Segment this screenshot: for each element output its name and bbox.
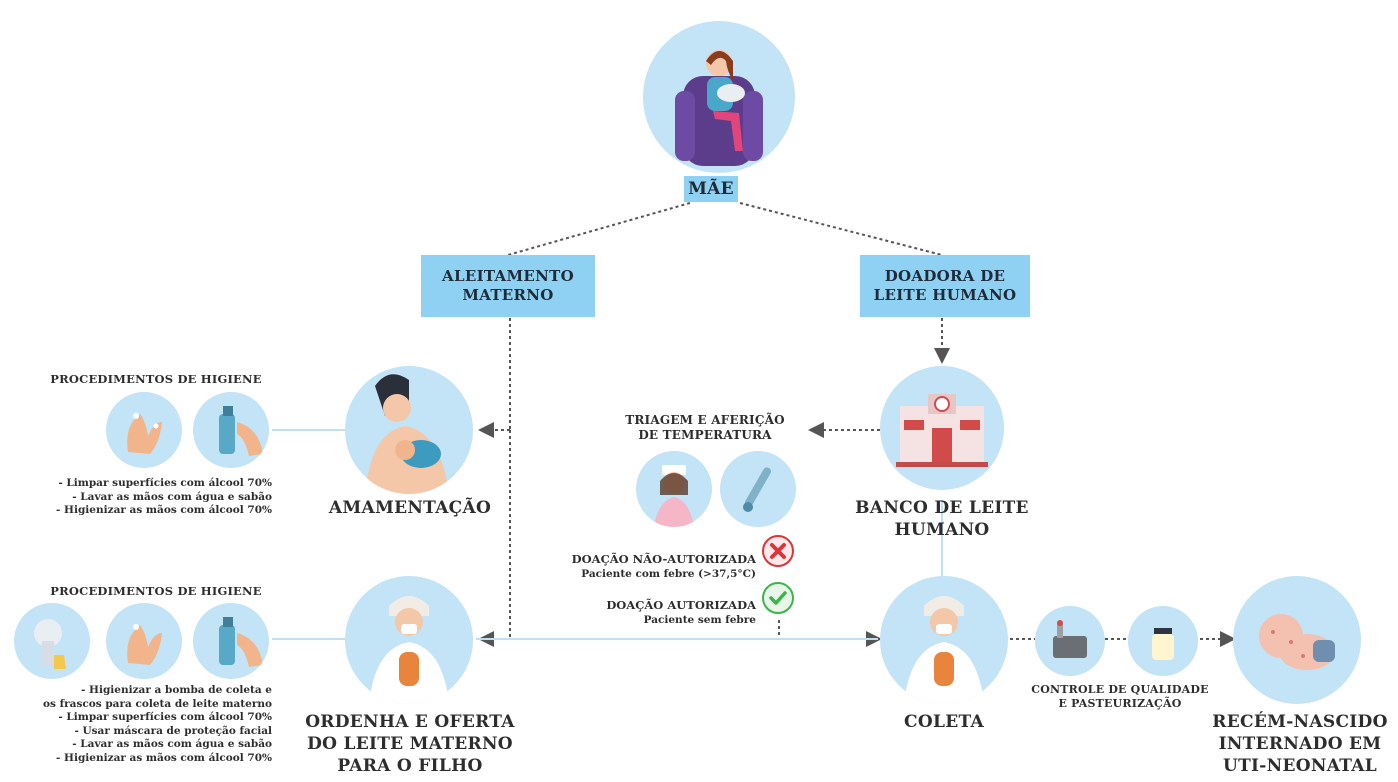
doadora-leite-humano-box: DOADORA DE LEITE HUMANO [860, 255, 1030, 317]
nurse-icon [636, 451, 712, 527]
breast-pump-icon [14, 603, 90, 679]
hand-wash-icon-2 [106, 603, 182, 679]
milk-bank-building-illustration [880, 366, 1004, 490]
hygiene-bottom-title: PROCEDIMENTOS DE HIGIENE [50, 584, 262, 598]
collection-illustration [880, 576, 1008, 704]
authorized-text: DOAÇÃO AUTORIZADA [606, 598, 756, 612]
approve-check-icon [762, 582, 794, 614]
not-authorized-text: DOAÇÃO NÃO-AUTORIZADA [571, 552, 756, 566]
reject-x-icon [762, 535, 794, 567]
sanitizer-spray-icon [193, 392, 269, 468]
pasteurizer-icon [1035, 606, 1105, 676]
amamentacao-label: AMAMENTAÇÃO [328, 498, 492, 518]
aleitamento-materno-box: ALEITAMENTO MATERNO [421, 255, 595, 317]
recem-nascido-label: RECÉM-NASCIDO INTERNADO EM UTI-NEONATAL [1212, 712, 1388, 776]
hygiene-bottom-list: - Higienizar a bomba de coleta e os fras… [43, 684, 272, 764]
controle-label: CONTROLE DE QUALIDADE E PASTEURIZAÇÃO [1031, 683, 1209, 710]
milk-jar-icon [1128, 606, 1198, 676]
mother-illustration [643, 21, 795, 173]
not-authorized-note: Paciente com febre (>37,5°C) [581, 568, 756, 580]
hand-wash-icon [106, 392, 182, 468]
milk-expression-illustration [345, 576, 473, 704]
donation-not-authorized-label: DOAÇÃO NÃO-AUTORIZADA Paciente com febre… [530, 537, 756, 597]
hygiene-top-title: PROCEDIMENTOS DE HIGIENE [50, 372, 262, 386]
connector-mae-aleitamento [507, 202, 691, 256]
triagem-title: TRIAGEM E AFERIÇÃO DE TEMPERATURA [625, 413, 785, 442]
newborn-illustration [1233, 576, 1361, 704]
hygiene-top-list: - Limpar superfícies com álcool 70% - La… [56, 477, 272, 516]
breastfeeding-illustration [345, 366, 473, 494]
banco-label: BANCO DE LEITE HUMANO [855, 498, 1029, 540]
donation-authorized-label: DOAÇÃO AUTORIZADA Paciente sem febre [560, 583, 756, 643]
ordenha-label: ORDENHA E OFERTA DO LEITE MATERNO PARA O… [305, 712, 515, 776]
authorized-note: Paciente sem febre [643, 614, 756, 626]
coleta-label: COLETA [904, 712, 984, 732]
thermometer-icon [720, 451, 796, 527]
sanitizer-spray-icon-2 [193, 603, 269, 679]
mae-label: MÃE [684, 176, 738, 202]
connector-mae-doadora [739, 202, 943, 256]
